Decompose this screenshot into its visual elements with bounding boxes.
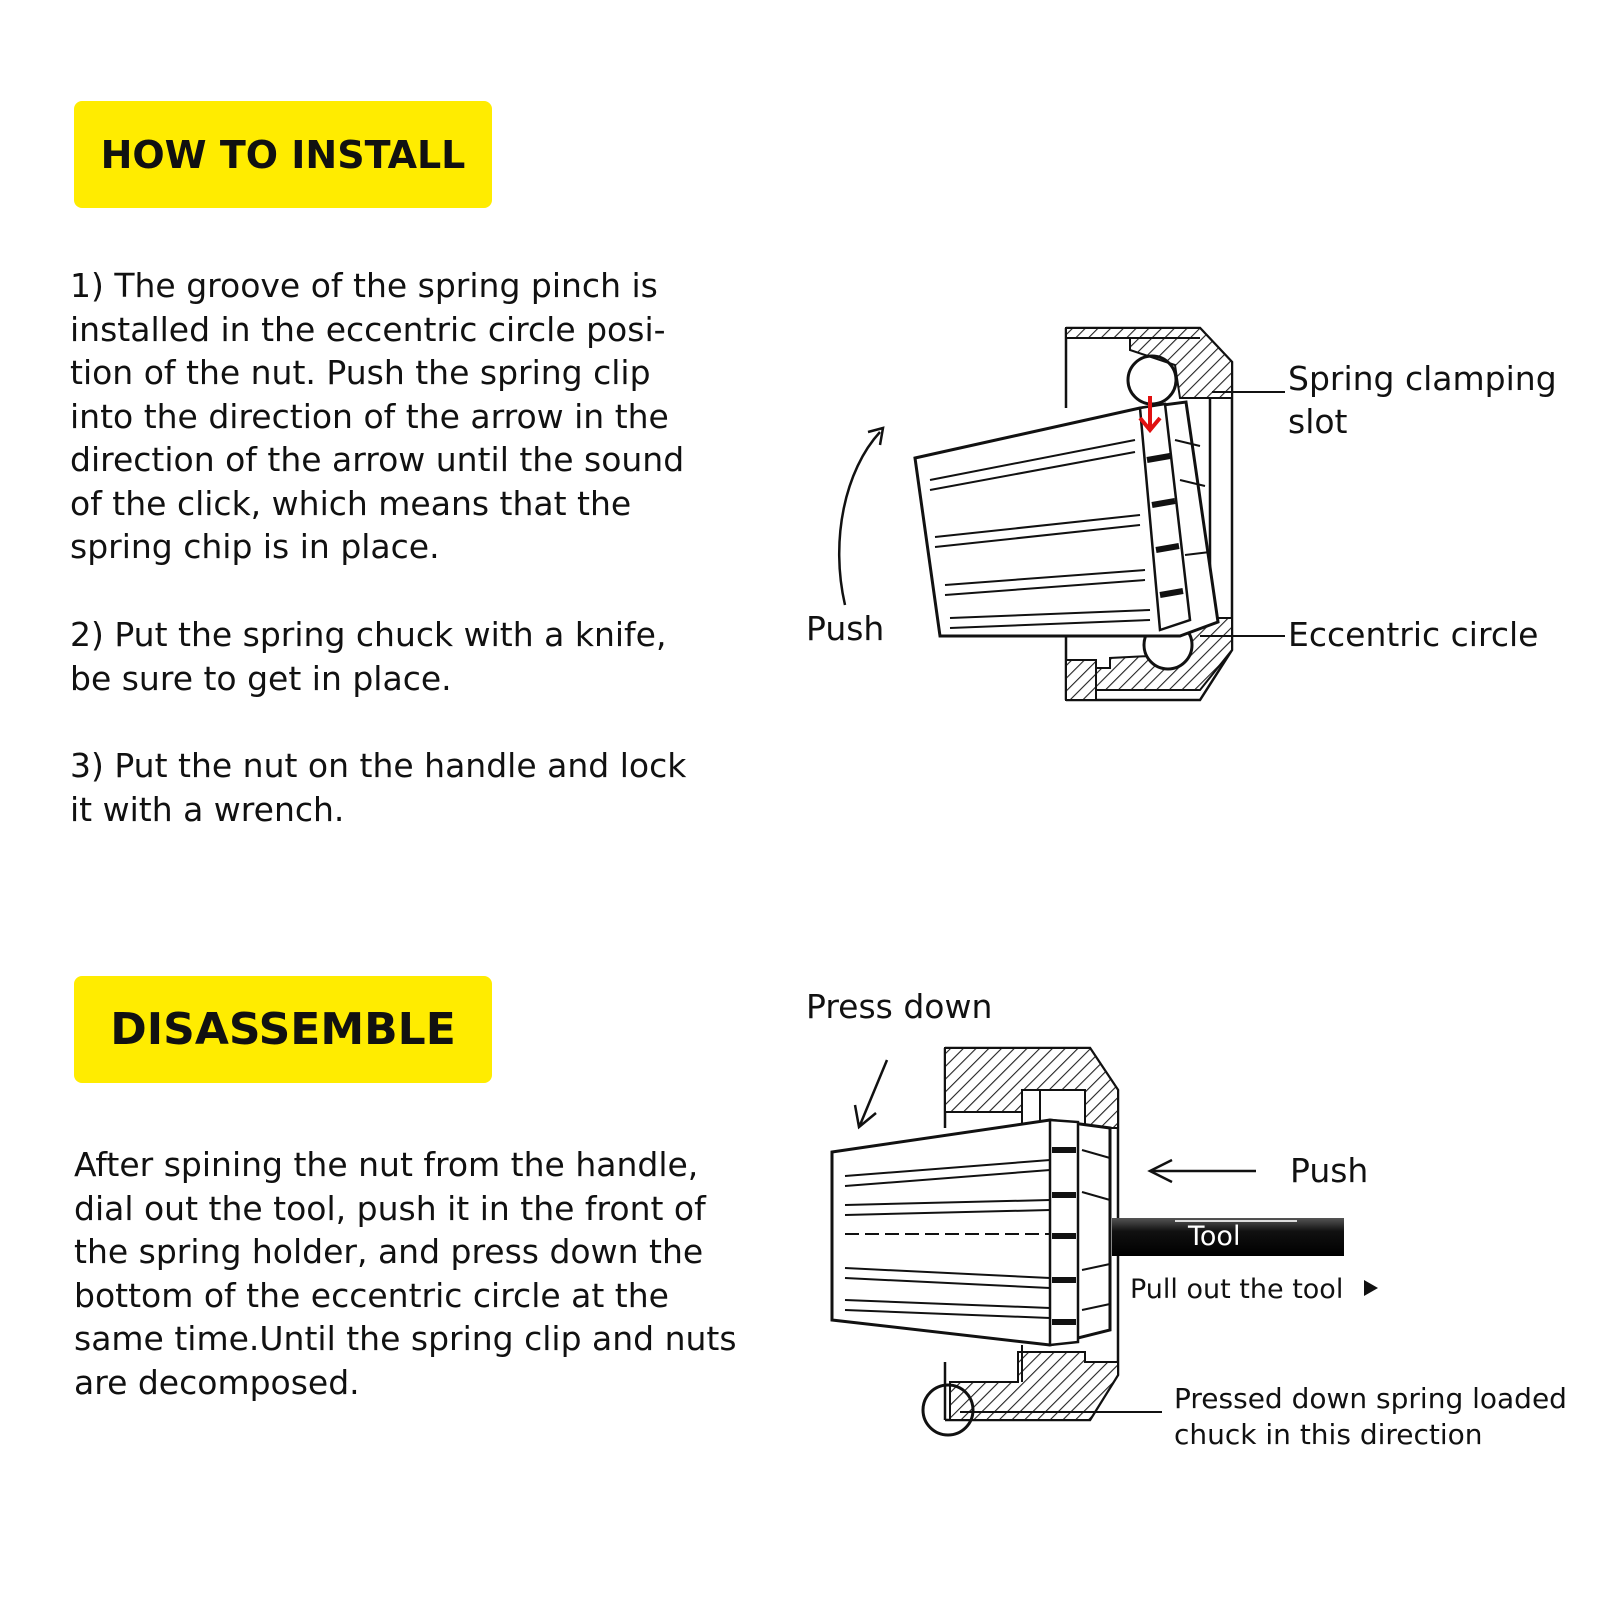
pull-out-arrow (1364, 1280, 1378, 1296)
press-down-arrow (858, 1059, 889, 1126)
disassemble-push-label: Push (1290, 1151, 1368, 1190)
disassemble-title-badge: DISASSEMBLE (74, 976, 492, 1083)
spring-clamping-slot-label-line2: slot (1288, 402, 1348, 441)
install-step-2: 2) Put the spring chuck with a knife, be… (70, 615, 667, 698)
tool-bar (1112, 1218, 1344, 1256)
install-diagram (838, 326, 1285, 702)
press-down-label: Press down (806, 987, 992, 1026)
eccentric-circle-label: Eccentric circle (1288, 615, 1538, 654)
nut-hatch-bottom-2 (949, 1351, 1119, 1421)
install-title-badge: HOW TO INSTALL (74, 101, 492, 208)
click-direction-arrow (1138, 396, 1162, 434)
disassemble-diagram (830, 1046, 1378, 1437)
pressed-down-label-line2: chuck in this direction (1174, 1418, 1483, 1451)
disassemble-instructions: After spining the nut from the handle, d… (74, 1145, 737, 1402)
nut-hatch-top (1065, 327, 1233, 399)
pull-out-tool-label: Pull out the tool (1130, 1274, 1343, 1305)
tool-label: Tool (1187, 1221, 1240, 1252)
nut-hatch-top-2 (944, 1047, 1119, 1129)
install-step-3: 3) Put the nut on the handle and lock it… (70, 746, 687, 829)
spring-clamping-slot-label-line1: Spring clamping (1288, 359, 1557, 398)
pressed-down-label-line1: Pressed down spring loaded (1174, 1382, 1567, 1415)
push-arrow (838, 431, 881, 606)
install-push-label: Push (806, 609, 884, 648)
eccentric-circle-2 (921, 1383, 975, 1437)
install-step-1: 1) The groove of the spring pinch is ins… (70, 266, 685, 566)
